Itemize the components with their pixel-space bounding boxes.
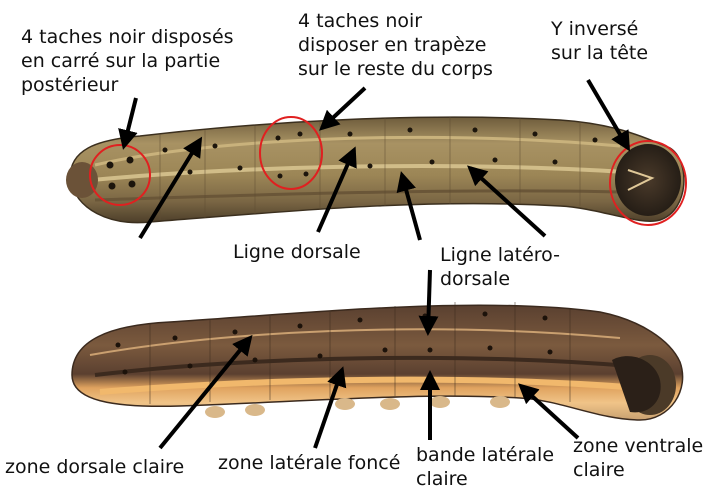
label-body-spots: 4 taches noir disposer en trapèze sur le… xyxy=(298,9,493,81)
arrow-laterodorsal-bottom xyxy=(428,270,430,332)
label-laterodorsal-line: Ligne latéro- dorsale xyxy=(440,243,560,291)
label-dorsal-line: Ligne dorsale xyxy=(233,240,361,264)
label-head-mark: Y inversé sur la tête xyxy=(551,17,648,65)
label-rear-spots: 4 taches noir disposés en carré sur la p… xyxy=(21,25,234,97)
label-light-ventral-zone: zone ventrale claire xyxy=(573,434,703,482)
top-tail xyxy=(66,162,98,198)
label-dark-lateral-zone: zone latérale foncé xyxy=(218,451,400,475)
label-light-lateral-band: bande latérale claire xyxy=(416,443,554,491)
label-light-dorsal-zone: zone dorsale claire xyxy=(5,455,184,479)
bottom-caterpillar xyxy=(72,302,683,420)
